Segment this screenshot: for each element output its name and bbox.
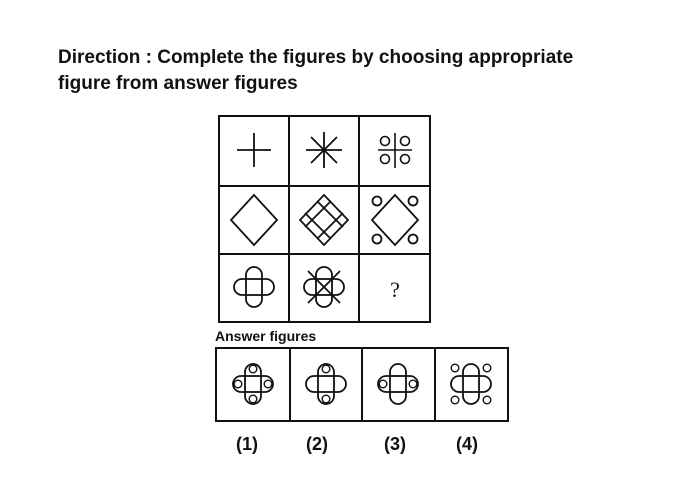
answer-option-label-1[interactable]: (1) xyxy=(236,434,258,454)
answer-figures-heading: Answer figures xyxy=(215,328,316,344)
diamond-with-circles-figure xyxy=(370,193,420,247)
answer-figure-1[interactable] xyxy=(232,363,274,405)
asterisk-figure xyxy=(306,132,342,168)
answer-figure-3[interactable] xyxy=(377,363,419,405)
missing-figure-mark: ? xyxy=(390,277,400,302)
answer-grid xyxy=(215,347,509,422)
flower-outline-figure xyxy=(233,266,275,308)
answer-option-label-4[interactable]: (4) xyxy=(456,434,478,454)
flower-with-cross-figure xyxy=(303,266,345,308)
plus-figure xyxy=(237,133,271,167)
direction-text-line2: figure from answer figures xyxy=(58,73,298,94)
diamond-figure xyxy=(229,193,279,247)
question-grid xyxy=(218,115,431,323)
answer-figure-4[interactable] xyxy=(450,363,492,405)
circles-with-plus-figure xyxy=(378,133,412,168)
answer-option-label-2[interactable]: (2) xyxy=(306,434,328,454)
answer-option-label-3[interactable]: (3) xyxy=(384,434,406,454)
direction-text-line1: Direction : Complete the figures by choo… xyxy=(58,47,573,68)
answer-figure-2[interactable] xyxy=(305,363,347,405)
crossed-diamond-figure xyxy=(298,193,350,247)
